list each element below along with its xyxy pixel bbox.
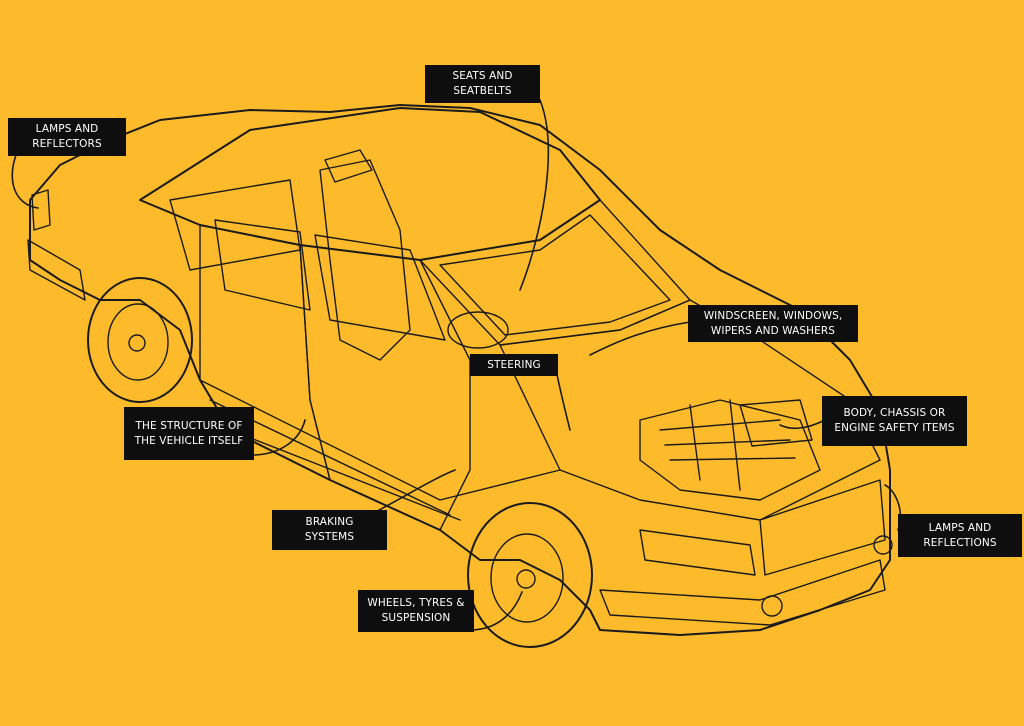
front-wheel-hub xyxy=(516,569,536,589)
leader-seats xyxy=(519,99,550,291)
windscreen-inner xyxy=(439,214,671,336)
leader-body-chassis xyxy=(779,419,826,430)
label-braking-systems: BRAKING SYSTEMS xyxy=(272,510,387,550)
car-body-outline xyxy=(29,104,891,636)
label-wheels-text: WHEELS, TYRES & SUSPENSION xyxy=(367,597,465,624)
engine-block xyxy=(639,399,821,501)
rear-seat xyxy=(169,179,301,271)
rear-lamp xyxy=(31,189,51,231)
windscreen-outline xyxy=(419,199,691,346)
front-wheel-tyre xyxy=(467,502,593,648)
floor-pan xyxy=(199,379,561,521)
door-window-front xyxy=(314,234,446,341)
door-window-rear xyxy=(214,219,311,311)
headlamp xyxy=(639,529,756,576)
label-wheels-tyres-suspension: WHEELS, TYRES & SUSPENSION xyxy=(358,590,474,632)
roof-outline xyxy=(139,107,601,261)
label-structure-text: THE STRUCTURE OF THE VEHICLE ITSELF xyxy=(134,419,244,447)
steering-wheel xyxy=(447,311,509,349)
label-seats-text: SEATS AND SEATBELTS xyxy=(452,70,513,97)
label-lamps-and-reflectors-rear: LAMPS AND REFLECTORS xyxy=(8,118,126,156)
engine-detail xyxy=(659,399,796,491)
leader-wheels xyxy=(469,591,523,631)
rear-wheel-rim xyxy=(107,303,169,381)
label-windscreen-text: WINDSCREEN, WINDOWS, WIPERS AND WASHERS xyxy=(703,309,843,337)
seat-headrest xyxy=(324,149,373,183)
label-structure-of-vehicle: THE STRUCTURE OF THE VEHICLE ITSELF xyxy=(124,407,254,460)
label-braking-text: BRAKING SYSTEMS xyxy=(304,516,355,543)
battery-box xyxy=(739,399,813,447)
label-lamps-rear-text: LAMPS AND REFLECTORS xyxy=(32,123,102,150)
label-steering-text: STEERING xyxy=(487,358,541,371)
label-windscreen-windows-wipers: WINDSCREEN, WINDOWS, WIPERS AND WASHERS xyxy=(688,305,858,342)
front-lamp-round xyxy=(873,535,893,555)
front-bumper xyxy=(599,559,886,626)
fog-lamp xyxy=(761,595,783,617)
leader-windscreen xyxy=(589,321,691,356)
front-door-outline xyxy=(299,244,471,531)
label-seats-and-seatbelts: SEATS AND SEATBELTS xyxy=(425,65,540,103)
front-wheel-rim xyxy=(490,533,564,623)
rear-wheel-hub xyxy=(128,334,146,352)
label-body-chassis-engine: BODY, CHASSIS OR ENGINE SAFETY ITEMS xyxy=(822,396,967,446)
label-lamps-and-reflections-front: LAMPS AND REFLECTIONS xyxy=(898,514,1022,557)
front-grille xyxy=(759,479,886,576)
label-body-chassis-text: BODY, CHASSIS OR ENGINE SAFETY ITEMS xyxy=(834,407,955,434)
label-steering: STEERING xyxy=(470,354,558,376)
rear-wheel-tyre xyxy=(87,277,193,403)
leader-lamps-rear xyxy=(11,149,39,209)
front-seat xyxy=(319,159,411,361)
label-lamps-front-text: LAMPS AND REFLECTIONS xyxy=(923,521,997,549)
leader-structure xyxy=(251,419,306,456)
rear-bumper xyxy=(27,239,86,301)
